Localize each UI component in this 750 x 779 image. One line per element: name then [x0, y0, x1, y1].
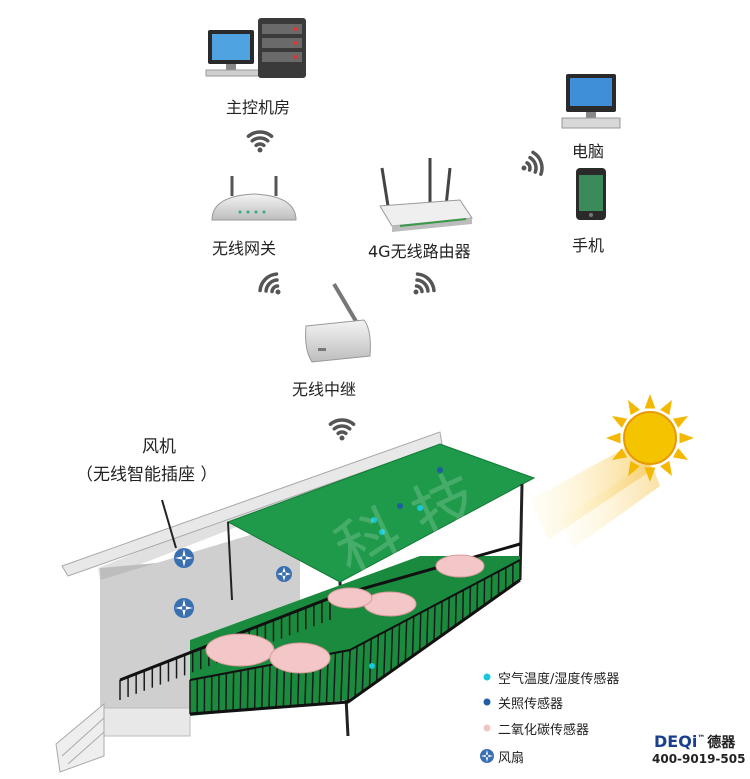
wifi-icon: [257, 271, 288, 302]
gateway-icon: [212, 176, 296, 220]
router-icon: [380, 158, 472, 232]
wifi-icon: [248, 132, 271, 153]
computer-icon: [562, 74, 620, 128]
fan-title-label: 风机: [142, 432, 176, 457]
legend-item-light: 关照传感器: [498, 693, 563, 712]
repeater-icon: [306, 284, 371, 362]
wifi-icon: [518, 151, 545, 180]
fan-legend-icon: [480, 749, 494, 763]
control-room-label: 主控机房: [226, 94, 290, 118]
fan-subtitle-label: （无线智能插座 ）: [76, 460, 217, 485]
legend-item-fan: 风扇: [498, 747, 524, 766]
computer-label: 电脑: [572, 138, 604, 162]
legend-item-temp-humidity: 空气温度/湿度传感器: [498, 668, 619, 687]
wifi-icon: [406, 271, 437, 302]
phone-icon: [576, 168, 606, 220]
brand-logo-text: DEQi: [654, 732, 697, 751]
gateway-label: 无线网关: [212, 235, 276, 259]
sun-icon: [530, 394, 694, 548]
legend-item-co2: 二氧化碳传感器: [498, 719, 589, 738]
brand-phone: 400-9019-505: [652, 752, 745, 766]
wifi-icon: [330, 420, 353, 441]
repeater-label: 无线中继: [292, 376, 356, 400]
legend-markers: [480, 674, 494, 764]
brand-cn: 德器: [707, 735, 735, 751]
phone-label: 手机: [572, 232, 604, 256]
control-room-icon: [206, 18, 306, 78]
router-label: 4G无线路由器: [368, 238, 471, 262]
brand-tm: ™: [697, 734, 705, 743]
